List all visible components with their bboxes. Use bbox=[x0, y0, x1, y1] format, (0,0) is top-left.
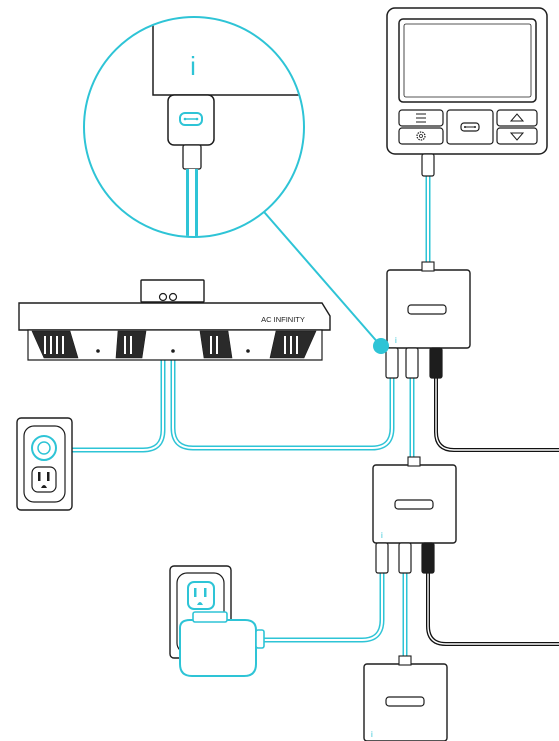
light-fixture: AC INFINITY bbox=[18, 279, 331, 361]
menu-button[interactable] bbox=[398, 109, 444, 127]
controller bbox=[386, 7, 548, 177]
link-port-icon bbox=[460, 122, 480, 132]
zoom-connector bbox=[167, 94, 215, 146]
zoom-pointer-line bbox=[257, 204, 381, 346]
hub-1-highlight-dot bbox=[373, 338, 389, 354]
triangle-down-icon bbox=[509, 132, 525, 141]
connect-button[interactable] bbox=[446, 109, 494, 145]
fixture-bracket bbox=[140, 279, 205, 303]
svg-text:i: i bbox=[371, 730, 373, 739]
adapter-body bbox=[179, 619, 257, 677]
zoom-callout: i bbox=[83, 16, 305, 238]
triangle-up-icon bbox=[509, 113, 525, 122]
svg-text:i: i bbox=[395, 336, 397, 345]
hub-1: i bbox=[373, 261, 471, 379]
hub-3: i bbox=[363, 655, 448, 741]
outlet-2-socket-upper bbox=[187, 581, 215, 610]
menu-icon bbox=[416, 113, 426, 123]
controller-plug bbox=[421, 153, 435, 177]
hub-2-status-light bbox=[394, 499, 434, 510]
hub1-power-cable bbox=[434, 376, 559, 452]
fixture-brand-label: AC INFINITY bbox=[261, 315, 305, 324]
zoom-port-indicator: i bbox=[190, 51, 196, 81]
hub2-power-cable bbox=[426, 570, 559, 646]
hub-1-status-light bbox=[407, 304, 447, 315]
down-button[interactable] bbox=[496, 127, 538, 145]
svg-text:i: i bbox=[381, 531, 383, 540]
hub-2: i bbox=[372, 456, 457, 574]
controller-screen bbox=[398, 18, 537, 103]
hub-3-status-light bbox=[385, 696, 425, 707]
hub2-to-adapter-cable bbox=[259, 569, 385, 643]
gear-icon bbox=[416, 131, 426, 141]
wall-outlet-1 bbox=[16, 417, 73, 511]
outlet-1-socket-lower bbox=[31, 466, 57, 493]
power-adapter bbox=[179, 611, 265, 677]
settings-button[interactable] bbox=[398, 127, 444, 145]
up-button[interactable] bbox=[496, 109, 538, 127]
fixture-top-bar bbox=[18, 302, 331, 331]
cable-layer bbox=[49, 157, 559, 667]
